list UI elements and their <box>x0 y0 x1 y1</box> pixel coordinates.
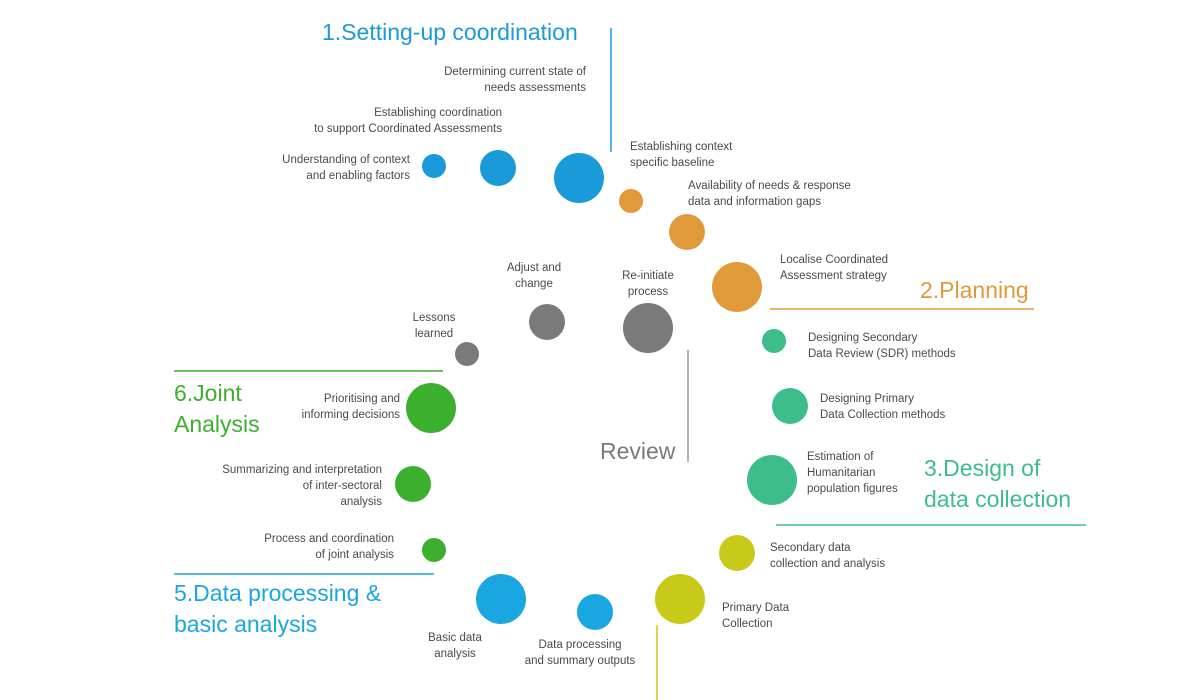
step-prioritising-label: Prioritising and informing decisions <box>301 393 400 421</box>
step-designing-primary-label: Designing Primary Data Collection method… <box>820 393 946 421</box>
step-basic-analysis-label: Basic data analysis <box>428 632 482 660</box>
phase-title-design: 3.Design of data collection <box>924 455 1072 512</box>
step-estimation-label: Estimation of Humanitarian population fi… <box>807 451 898 495</box>
phase-title-review: Review <box>600 438 676 464</box>
step-secondary-collection-label: Secondary data collection and analysis <box>770 542 886 570</box>
step-summarizing-label: Summarizing and interpretation of inter-… <box>222 464 382 508</box>
step-understanding-node <box>422 154 446 178</box>
step-designing-sdr-label: Designing Secondary Data Review (SDR) me… <box>808 332 956 360</box>
step-data-processing-node <box>577 594 613 630</box>
step-determining-state-node <box>554 153 604 203</box>
step-reinitiate-node <box>623 303 673 353</box>
step-localise-node <box>712 262 762 312</box>
step-data-processing-label: Data processing and summary outputs <box>524 639 636 667</box>
step-estimation-node <box>747 455 797 505</box>
step-availability-label: Availability of needs & response data an… <box>688 180 851 208</box>
phase-title-planning: 2.Planning <box>920 277 1029 303</box>
phase-title-joint: 6.Joint Analysis <box>174 380 260 437</box>
step-establishing-coordination-label: Establishing coordination to support Coo… <box>314 107 502 135</box>
step-secondary-collection-node <box>719 535 755 571</box>
phase-title-processing: 5.Data processing & basic analysis <box>174 580 382 637</box>
step-adjust-node <box>529 304 565 340</box>
step-designing-primary-node <box>772 388 808 424</box>
step-understanding-label: Understanding of context and enabling fa… <box>282 154 410 182</box>
step-process-coordination-label: Process and coordination of joint analys… <box>264 533 394 561</box>
step-designing-sdr-node <box>762 329 786 353</box>
step-primary-collection-node <box>655 574 705 624</box>
step-process-coordination-node <box>422 538 446 562</box>
step-determining-state-label: Determining current state of needs asses… <box>444 66 586 94</box>
step-lessons-label: Lessons learned <box>412 312 456 340</box>
step-availability-node <box>669 214 705 250</box>
step-establishing-coordination-node <box>480 150 516 186</box>
step-context-baseline-label: Establishing context specific baseline <box>630 141 733 169</box>
step-context-baseline-node <box>619 189 643 213</box>
step-reinitiate-label: Re-initiate process <box>622 270 674 298</box>
step-adjust-label: Adjust and change <box>506 262 562 290</box>
step-localise-label: Localise Coordinated Assessment strategy <box>780 254 889 282</box>
step-prioritising-node <box>406 383 456 433</box>
step-lessons-node <box>455 342 479 366</box>
phase-title-setup: 1.Setting-up coordination <box>322 19 578 45</box>
step-basic-analysis-node <box>476 574 526 624</box>
step-summarizing-node <box>395 466 431 502</box>
step-primary-collection-label: Primary Data Collection <box>722 602 790 630</box>
